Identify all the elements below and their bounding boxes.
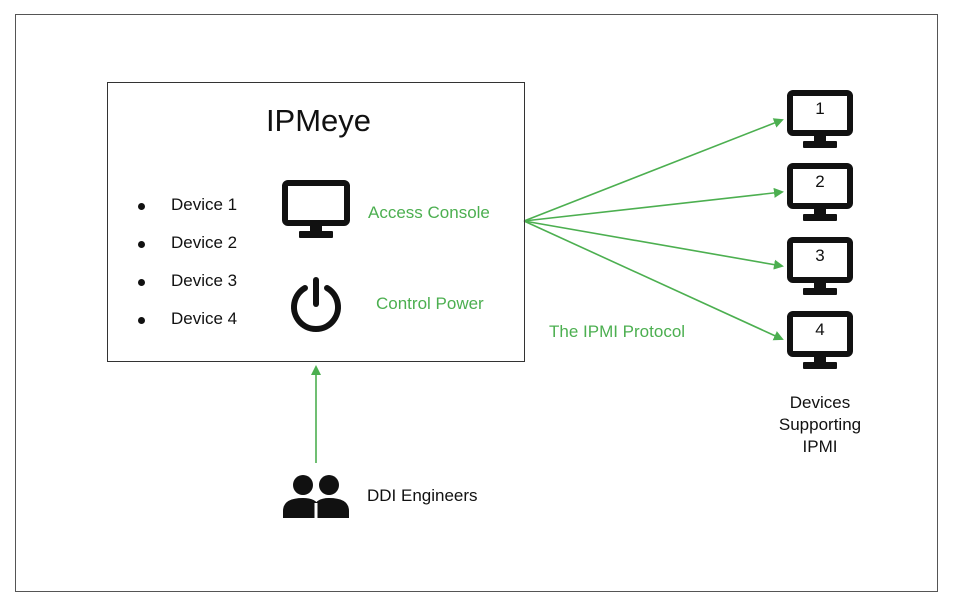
target-device-3: 3 [787, 237, 853, 303]
device-list: Device 1 Device 2 Device 3 Device 4 [138, 189, 237, 341]
ddi-engineers-label: DDI Engineers [367, 486, 478, 505]
device-label: Device 1 [171, 195, 238, 214]
device-number: 3 [815, 246, 825, 265]
bullet-icon [138, 240, 145, 248]
device-label: Device 3 [171, 271, 238, 290]
devices-caption: Devices Supporting IPMI [756, 392, 884, 458]
ipmi-protocol-label: The IPMI Protocol [549, 322, 686, 341]
caption-line: Supporting [778, 415, 862, 434]
device-number: 1 [815, 99, 825, 118]
arrow-to-device-4 [523, 220, 784, 341]
users-icon [283, 475, 349, 519]
list-item: Device 2 [138, 227, 237, 265]
target-device-2: 2 [787, 163, 853, 229]
device-label: Device 4 [171, 309, 238, 328]
power-icon [291, 277, 341, 333]
arrow-to-device-2 [523, 187, 784, 222]
list-item: Device 1 [138, 189, 237, 227]
caption-line: Devices [789, 393, 851, 412]
device-number: 4 [815, 320, 825, 339]
list-item: Device 3 [138, 265, 237, 303]
arrow-to-device-1 [523, 118, 784, 222]
monitor-icon [787, 237, 853, 295]
ipmeye-box: IPMeye Device 1 Device 2 Device 3 Device… [107, 82, 525, 362]
list-item: Device 4 [138, 303, 237, 341]
monitor-icon [787, 163, 853, 221]
diagram-frame [15, 14, 938, 592]
bullet-icon [138, 316, 145, 324]
monitor-icon [787, 311, 853, 369]
bullet-icon [138, 278, 145, 286]
ipmeye-title: IPMeye [265, 103, 372, 138]
monitor-icon [282, 180, 350, 238]
access-console-label: Access Console [368, 203, 490, 222]
device-number: 2 [815, 172, 825, 191]
caption-line: IPMI [802, 437, 838, 456]
monitor-icon [787, 90, 853, 148]
bullet-icon [138, 202, 145, 210]
device-label: Device 2 [171, 233, 238, 252]
arrow-to-device-3 [523, 220, 784, 270]
target-device-1: 1 [787, 90, 853, 156]
target-device-4: 4 [787, 311, 853, 377]
control-power-label: Control Power [376, 294, 484, 313]
